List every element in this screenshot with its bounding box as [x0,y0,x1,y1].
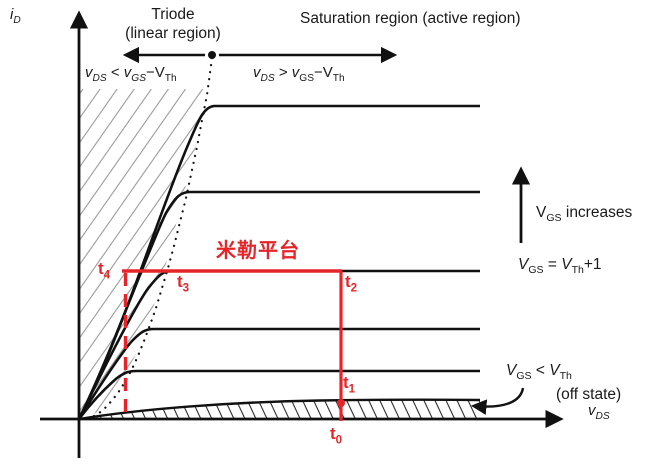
saturation-boundary-dotted-curve [82,56,214,421]
miller-plateau-label: 米勒平台 [216,240,300,262]
triode-condition: vDS < vGS−VTh [85,64,177,84]
off-state-hatch-band [79,399,480,419]
divider-dot [208,51,216,59]
t4-label: t4 [98,259,111,282]
vgs-increases-label: VGS increases [536,204,633,225]
off-state-pointer-arrow [470,387,525,415]
off-state-label: (off state) [556,386,622,403]
triode-hatch-region [79,89,206,419]
triode-region-title: Triode (linear region) [106,6,240,43]
y-axis-label: iD [10,6,21,26]
t1-point-dot [337,399,345,407]
axes [40,10,564,458]
t3-label: t3 [177,272,190,295]
vgs-miller-level-label: VGS = VTh+1 [518,256,602,277]
vgs-off-condition-label: VGS < VTh [506,362,572,383]
t1-label: t1 [343,373,356,396]
t2-label: t2 [345,272,358,295]
miller-annotation-lines [122,269,345,421]
region-divider-arrows [122,46,398,64]
saturation-condition: vDS > vGS−VTh [253,64,345,84]
t0-label: t0 [330,424,343,447]
saturation-region-title: Saturation region (active region) [300,10,521,27]
triode-region-title-line1: Triode [151,6,195,23]
triode-region-title-line2: (linear region) [125,24,221,42]
x-axis-label: vDS [588,402,610,422]
